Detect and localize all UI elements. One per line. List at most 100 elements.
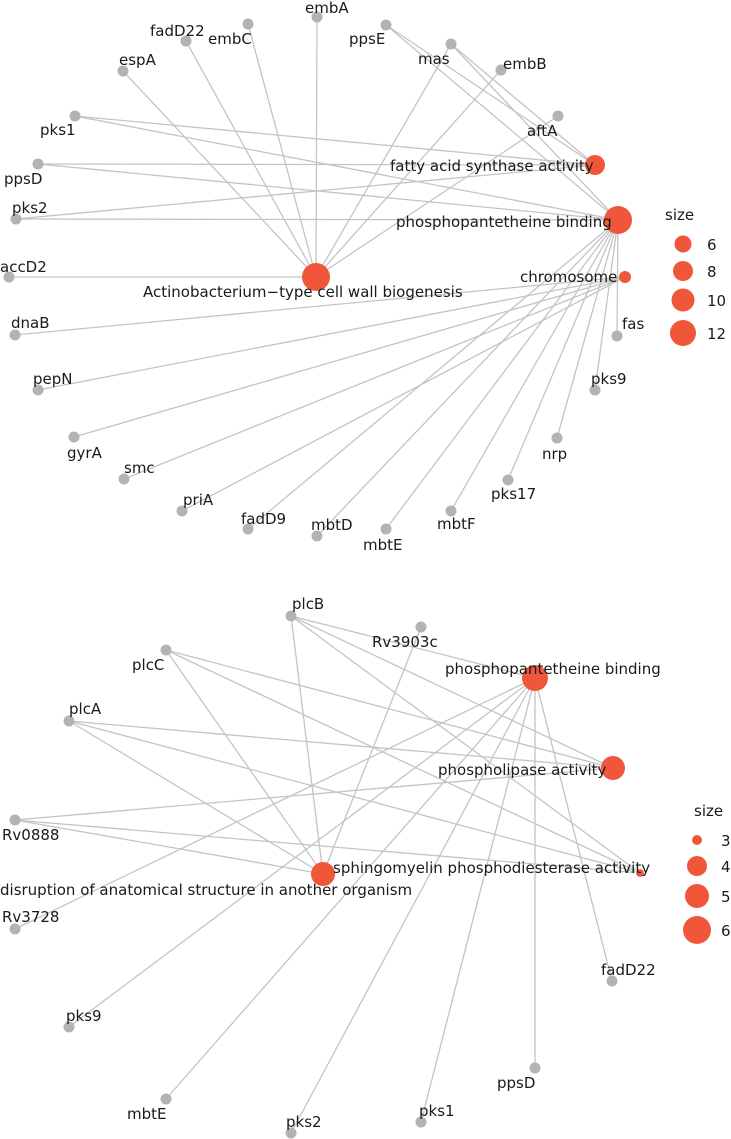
legend-swatch-8 xyxy=(673,261,693,281)
gene-label-ppsd: ppsD xyxy=(4,170,42,188)
edge-actinobacterium-type-cell-wall-biogenesis-embb xyxy=(315,69,502,278)
gene-label-fadd9: fadD9 xyxy=(241,510,286,528)
edge-phosphopantetheine-binding-fadd9 xyxy=(247,219,619,530)
gene-label-mbte: mbtE xyxy=(363,536,403,554)
edge-fatty-acid-synthase-activity-mas xyxy=(450,43,596,166)
gene-label-mbtd: mbtD xyxy=(311,516,353,534)
gene-node-ppsd xyxy=(32,158,44,170)
edge-phosphopantetheine-binding-pks2 xyxy=(15,218,619,221)
edge-actinobacterium-type-cell-wall-biogenesis-espa xyxy=(122,70,317,278)
gene-label-embb: embB xyxy=(503,55,547,73)
gene-label-pks2: pks2 xyxy=(286,1113,322,1131)
edge-chromosome-dnab xyxy=(14,276,626,336)
gene-node-fadd9 xyxy=(242,523,254,535)
gene-label-rv0888: Rv0888 xyxy=(2,826,59,844)
gene-node-pks1 xyxy=(69,110,81,122)
edge-chromosome-pepn xyxy=(37,276,626,391)
term-label-chromosome: chromosome xyxy=(520,268,617,286)
gene-label-plca: plcA xyxy=(69,700,102,718)
gene-label-ppsd: ppsD xyxy=(497,1074,535,1092)
gene-label-gyra: gyrA xyxy=(67,444,103,462)
edge-phosphopantetheine-binding-pks2 xyxy=(290,677,536,1134)
edge-actinobacterium-type-cell-wall-biogenesis-embc xyxy=(247,23,317,278)
edge-phospholipase-activity-plcb xyxy=(290,615,614,769)
edge-phosphopantetheine-binding-pks9 xyxy=(594,219,619,391)
gene-node-pks1 xyxy=(415,1116,427,1128)
term-label-fatty-acid-synthase-activity: fatty acid synthase activity xyxy=(390,157,594,175)
gene-node-afta xyxy=(552,110,564,122)
edge-phospholipase-activity-rv0888 xyxy=(14,767,614,821)
gene-label-rv3903c: Rv3903c xyxy=(372,633,438,651)
legend-swatch-6 xyxy=(674,235,692,253)
edge-disruption-of-anatomical-structure-in-another-organism-plcb xyxy=(290,615,324,875)
gene-node-espa xyxy=(117,65,129,77)
edge-phospholipase-activity-plca xyxy=(68,720,614,769)
gene-node-ppsd xyxy=(529,1062,541,1074)
gene-node-pks2 xyxy=(10,213,22,225)
legend-swatch-10 xyxy=(671,288,695,312)
legend-label-10: 10 xyxy=(707,292,726,310)
gene-label-embc: embC xyxy=(208,30,252,48)
term-node-fatty-acid-synthase-activity xyxy=(585,155,605,175)
gene-node-emba xyxy=(311,11,323,23)
edge-phosphopantetheine-binding-ppsd xyxy=(37,163,619,221)
gene-node-embb xyxy=(495,64,507,76)
edge-phosphopantetheine-binding-rv3728 xyxy=(14,677,536,930)
gene-label-pks2: pks2 xyxy=(12,199,48,217)
gene-label-fas: fas xyxy=(622,315,644,333)
edge-chromosome-smc xyxy=(123,276,626,480)
edge-disruption-of-anatomical-structure-in-another-organism-rv3903c xyxy=(322,626,422,875)
legend-swatch-6 xyxy=(683,916,711,944)
gene-label-pepn: pepN xyxy=(33,370,73,388)
legend-label-6: 6 xyxy=(707,236,717,254)
gene-label-ppse: ppsE xyxy=(349,30,385,48)
term-label-disruption-of-anatomical-structure-in-another-organism: disruption of anatomical structure in an… xyxy=(0,881,412,899)
gene-label-pks9: pks9 xyxy=(66,1007,102,1025)
edge-actinobacterium-type-cell-wall-biogenesis-fadd22 xyxy=(185,40,317,278)
term-node-actinobacterium-type-cell-wall-biogenesis xyxy=(302,263,330,291)
gene-label-smc: smc xyxy=(124,459,155,477)
legend-swatch-3 xyxy=(692,835,702,845)
gene-label-pks1: pks1 xyxy=(40,121,76,139)
gene-label-pks1: pks1 xyxy=(419,1102,455,1120)
gene-label-pria: priA xyxy=(183,491,214,509)
gene-label-fadd22: fadD22 xyxy=(601,961,656,979)
edge-phosphopantetheine-binding-mbte xyxy=(165,677,536,1100)
edge-sphingomyelin-phosphodiesterase-activity-plcb xyxy=(290,615,641,874)
edge-sphingomyelin-phosphodiesterase-activity-rv0888 xyxy=(14,819,641,874)
legend-label-4: 4 xyxy=(721,858,731,876)
network-nodes xyxy=(3,11,646,1139)
gene-label-plcb: plcB xyxy=(292,595,324,613)
gene-label-afta: aftA xyxy=(527,122,558,140)
gene-label-dnab: dnaB xyxy=(11,314,50,332)
gene-label-mbtf: mbtF xyxy=(437,515,476,533)
gene-node-plcb xyxy=(285,610,297,622)
gene-label-accd2: accD2 xyxy=(0,258,47,276)
gene-node-rv3903c xyxy=(415,621,427,633)
term-node-phosphopantetheine-binding xyxy=(522,665,548,691)
legend-title: size xyxy=(665,206,694,224)
gene-node-pks2 xyxy=(285,1127,297,1139)
legend-title: size xyxy=(694,802,723,820)
edge-fatty-acid-synthase-activity-pks1 xyxy=(74,115,596,166)
gene-label-emba: embA xyxy=(305,0,349,17)
gene-node-rv0888 xyxy=(9,814,21,826)
gene-label-mbte: mbtE xyxy=(127,1105,167,1123)
edge-sphingomyelin-phosphodiesterase-activity-plca xyxy=(68,720,641,874)
gene-node-mbtd xyxy=(311,530,323,542)
gene-node-accd2 xyxy=(3,271,15,283)
gene-node-fadd22 xyxy=(606,975,618,987)
edge-actinobacterium-type-cell-wall-biogenesis-emba xyxy=(315,16,318,278)
edge-phosphopantetheine-binding-pks9 xyxy=(68,677,536,1028)
legend-swatch-5 xyxy=(685,884,709,908)
edge-phospholipase-activity-plcc xyxy=(165,649,614,769)
legend-label-3: 3 xyxy=(721,832,731,850)
term-node-phosphopantetheine-binding xyxy=(604,206,632,234)
gene-node-embc xyxy=(242,18,254,30)
gene-label-pks9: pks9 xyxy=(591,370,627,388)
gene-node-pks9 xyxy=(63,1021,75,1033)
gene-node-mas xyxy=(445,38,457,50)
edge-phosphopantetheine-binding-nrp xyxy=(556,219,619,439)
legend-label-6: 6 xyxy=(721,922,731,940)
